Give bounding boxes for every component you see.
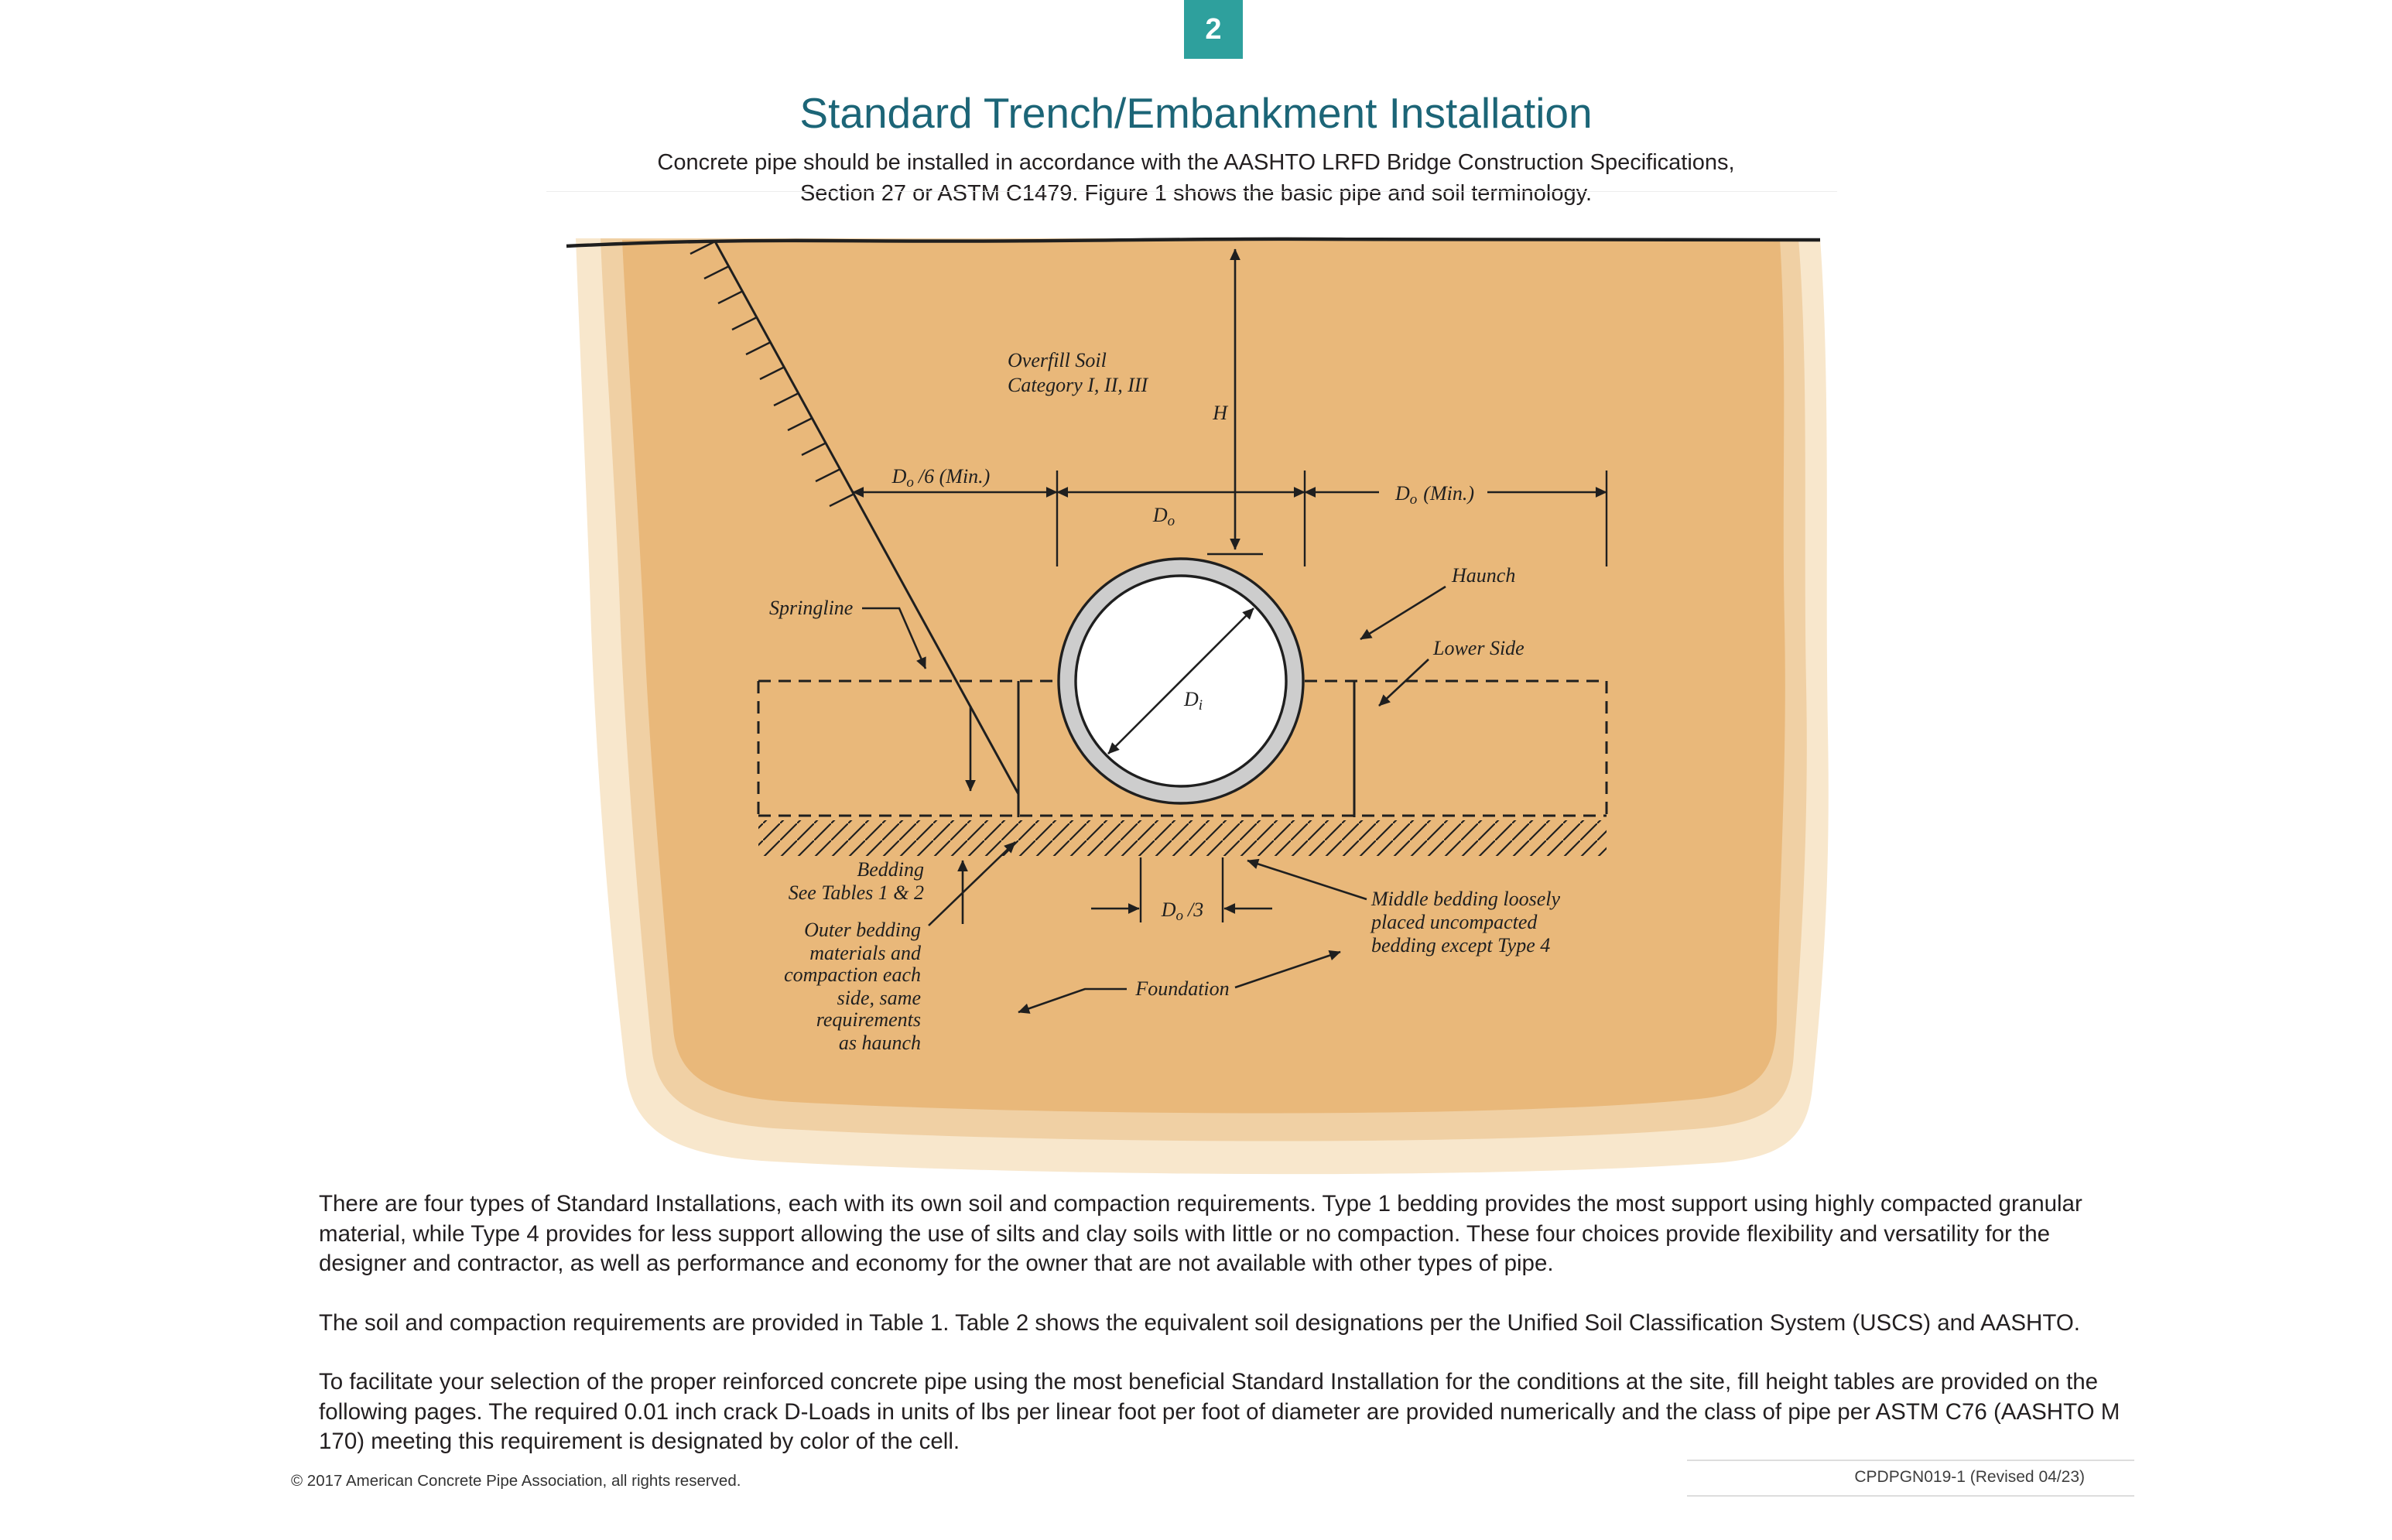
label-do3: Do/3 xyxy=(1161,898,1204,924)
label-outer-bedding-line3: compaction each xyxy=(784,963,921,986)
foundation-hatch xyxy=(758,820,1607,856)
copyright-notice: © 2017 American Concrete Pipe Associatio… xyxy=(291,1472,741,1490)
trench-slope-line xyxy=(713,241,1020,795)
label-h: H xyxy=(1212,402,1228,424)
di-dimension-line xyxy=(1107,607,1254,755)
outer-bedding-leader xyxy=(928,841,1016,926)
label-springline: Springline xyxy=(769,597,853,619)
bedding-outline-dashed xyxy=(757,679,1608,817)
label-di: Di xyxy=(1183,688,1203,714)
label-bedding-line2: See Tables 1 & 2 xyxy=(789,881,924,904)
slope-hatch-marks xyxy=(690,240,855,508)
label-outer-bedding-line2: materials and xyxy=(809,942,922,964)
label-do-min: Do(Min.) xyxy=(1394,482,1474,508)
middle-bedding-leader xyxy=(1247,858,1367,901)
ground-surface-line xyxy=(566,237,1821,248)
figure-top-rule xyxy=(546,191,1837,192)
springline-leader xyxy=(862,607,927,669)
dimension-ticks xyxy=(1056,471,1608,566)
label-middle-bedding-line3: bedding except Type 4 xyxy=(1371,934,1550,957)
label-foundation: Foundation xyxy=(1134,977,1229,1000)
label-haunch: Haunch xyxy=(1451,564,1515,587)
label-do6-min: Do/6 (Min.) xyxy=(891,465,991,491)
label-outer-bedding-line1: Outer bedding xyxy=(804,919,921,941)
figure-1-installation-diagram: Overfill Soil Category I, II, III H Do/6… xyxy=(566,237,1829,1175)
haunch-leader xyxy=(1360,585,1446,641)
page-number: 2 xyxy=(1205,12,1222,46)
label-outer-bedding-line6: as haunch xyxy=(839,1032,921,1054)
subtitle-line-2: Section 27 or ASTM C1479. Figure 1 shows… xyxy=(799,181,1593,206)
page-number-badge: 2 xyxy=(1184,0,1243,59)
document-code: CPDPGN019-1 (Revised 04/23) xyxy=(1687,1460,2134,1497)
label-overfill-line2: Category I, II, III xyxy=(1008,374,1149,396)
label-bedding-line1: Bedding xyxy=(857,858,924,881)
foundation-leader-left xyxy=(1018,987,1127,1014)
do3-ticks xyxy=(1139,857,1224,922)
label-outer-bedding-line4: side, same xyxy=(837,987,921,1009)
page-title: Standard Trench/Embankment Installation xyxy=(799,89,1593,137)
paragraph-1: There are four types of Standard Install… xyxy=(319,1191,2082,1276)
label-overfill-line1: Overfill Soil xyxy=(1008,349,1107,371)
subtitle-line-1: Concrete pipe should be installed in acc… xyxy=(657,150,1735,175)
label-do: Do xyxy=(1152,504,1175,529)
label-middle-bedding-line1: Middle bedding loosely xyxy=(1371,888,1561,910)
page-subtitle: Concrete pipe should be installed in acc… xyxy=(0,147,2392,209)
paragraph-3: To facilitate your selection of the prop… xyxy=(319,1369,2120,1454)
label-outer-bedding-line5: requirements xyxy=(816,1008,921,1031)
body-text: There are four types of Standard Install… xyxy=(319,1189,2126,1487)
foundation-leader-right xyxy=(1234,950,1341,989)
lower-side-leader xyxy=(1378,659,1429,707)
label-middle-bedding-line2: placed uncompacted xyxy=(1370,911,1538,933)
paragraph-2: The soil and compaction requirements are… xyxy=(319,1309,2080,1336)
label-lower-side: Lower Side xyxy=(1432,637,1525,659)
